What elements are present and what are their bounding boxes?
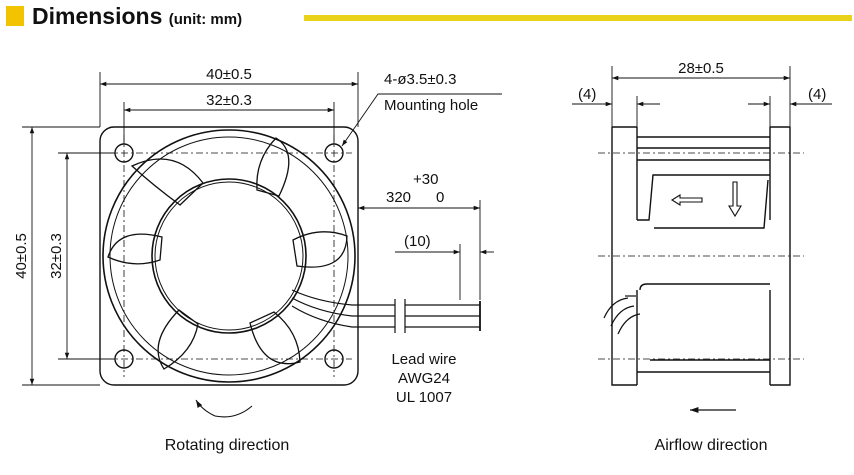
side-wire-exit <box>603 295 641 335</box>
label-direction-icons <box>670 181 742 218</box>
hole-name-label: Mounting hole <box>384 97 478 114</box>
header-marker <box>6 6 24 26</box>
mounting-holes <box>114 143 344 369</box>
label-rotation-arrow-icon <box>728 181 742 218</box>
venturi-inner-ring <box>109 136 349 376</box>
rotation-arc <box>214 405 253 418</box>
dim-overall-width: 40±0.5 <box>206 66 252 83</box>
airflow-direction-caption: Airflow direction <box>655 437 768 454</box>
label-recess-outline <box>637 174 770 221</box>
lead-wires <box>291 289 481 333</box>
connector-top-edge <box>639 283 770 291</box>
label-recess-lower <box>654 179 769 229</box>
fan-frame-outline <box>99 126 359 386</box>
page-title: Dimensions (unit: mm) <box>32 3 243 29</box>
lead-length-value: 320 <box>386 189 411 206</box>
venturi-ring <box>102 129 356 383</box>
dim-right-offset: (4) <box>808 86 826 103</box>
fan-blades <box>107 137 348 370</box>
lead-length-tol-minus: 0 <box>436 189 444 206</box>
side-center-lines <box>598 152 804 360</box>
hole-spec-label: 4-ø3.5±0.3 <box>384 71 456 88</box>
dim-overall-height: 40±0.5 <box>13 233 30 279</box>
dim-pitch-height: 32±0.3 <box>48 233 65 279</box>
strip-length-label: (10) <box>404 233 431 250</box>
side-frame-right-edge <box>770 127 791 386</box>
header-rule <box>304 15 852 21</box>
label-airflow-arrow-icon <box>670 194 703 206</box>
lead-length-tol-plus: +30 <box>413 171 438 188</box>
fan-front-view <box>99 126 481 386</box>
front-dimensions <box>22 72 502 418</box>
fan-hub-inner <box>154 181 304 331</box>
side-frame-left-edge <box>611 127 637 386</box>
side-dimensions <box>572 66 832 413</box>
dim-depth: 28±0.5 <box>678 60 724 77</box>
fan-hub <box>151 178 307 334</box>
hole-center-lines <box>106 135 352 377</box>
rotation-arrow-icon <box>195 399 216 417</box>
lead-wire-gauge: AWG24 <box>398 370 450 387</box>
lead-wire-standard: UL 1007 <box>396 389 452 406</box>
section-header: Dimensions (unit: mm) <box>6 3 852 30</box>
fan-side-view <box>603 126 791 386</box>
rotating-direction-caption: Rotating direction <box>165 437 290 454</box>
dim-left-offset: (4) <box>578 86 596 103</box>
lead-wire-label: Lead wire <box>391 351 456 368</box>
unit-label: (unit: mm) <box>168 11 243 28</box>
hole-leader-line <box>341 93 502 147</box>
dim-pitch-width: 32±0.3 <box>206 92 252 109</box>
